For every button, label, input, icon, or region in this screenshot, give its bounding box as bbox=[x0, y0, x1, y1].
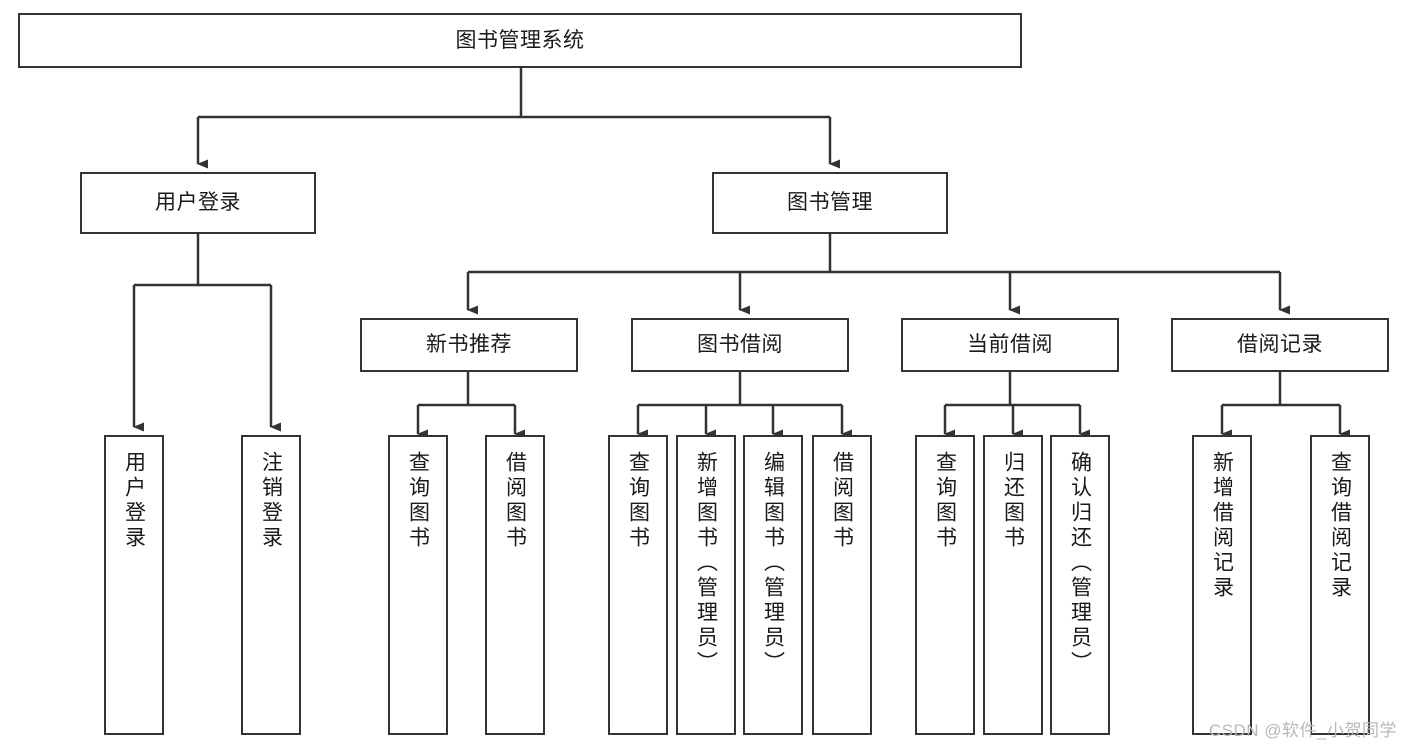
node-label: 图书管理 bbox=[787, 191, 873, 215]
node-leaf-query-borrow-record[interactable]: 查询借阅记录 bbox=[1310, 435, 1370, 735]
node-label: 查询借阅记录 bbox=[1328, 451, 1352, 601]
node-label: 当前借阅 bbox=[967, 333, 1053, 357]
node-user-login[interactable]: 用户登录 bbox=[80, 172, 316, 234]
node-label: 注销登录 bbox=[259, 451, 283, 551]
node-label: 归还图书 bbox=[1001, 451, 1025, 551]
node-leaf-return-book[interactable]: 归还图书 bbox=[983, 435, 1043, 735]
node-label: 编辑图书（管理员） bbox=[761, 451, 785, 676]
node-label: 借阅图书 bbox=[503, 451, 527, 551]
node-label: 新增图书（管理员） bbox=[694, 451, 718, 676]
node-label: 查询图书 bbox=[406, 451, 430, 551]
node-borrow-record[interactable]: 借阅记录 bbox=[1171, 318, 1389, 372]
node-root-system[interactable]: 图书管理系统 bbox=[18, 13, 1022, 68]
node-leaf-edit-book-admin[interactable]: 编辑图书（管理员） bbox=[743, 435, 803, 735]
node-label: 图书借阅 bbox=[697, 333, 783, 357]
node-label: 用户登录 bbox=[155, 191, 241, 215]
node-leaf-query-book-borrow[interactable]: 查询图书 bbox=[608, 435, 668, 735]
node-label: 新书推荐 bbox=[426, 333, 512, 357]
node-leaf-query-book-current[interactable]: 查询图书 bbox=[915, 435, 975, 735]
node-leaf-query-book-new[interactable]: 查询图书 bbox=[388, 435, 448, 735]
node-book-borrow[interactable]: 图书借阅 bbox=[631, 318, 849, 372]
node-new-book-recommend[interactable]: 新书推荐 bbox=[360, 318, 578, 372]
node-label: 查询图书 bbox=[933, 451, 957, 551]
node-label: 查询图书 bbox=[626, 451, 650, 551]
node-label: 借阅图书 bbox=[830, 451, 854, 551]
node-leaf-confirm-return-admin[interactable]: 确认归还（管理员） bbox=[1050, 435, 1110, 735]
node-leaf-borrow-book[interactable]: 借阅图书 bbox=[812, 435, 872, 735]
watermark-text: CSDN @软件_小贺同学 bbox=[1208, 721, 1397, 740]
node-label: 确认归还（管理员） bbox=[1068, 451, 1092, 676]
node-leaf-logout[interactable]: 注销登录 bbox=[241, 435, 301, 735]
node-leaf-add-borrow-record[interactable]: 新增借阅记录 bbox=[1192, 435, 1252, 735]
node-label: 借阅记录 bbox=[1237, 333, 1323, 357]
node-label: 用户登录 bbox=[122, 451, 146, 551]
node-book-management[interactable]: 图书管理 bbox=[712, 172, 948, 234]
node-current-borrow[interactable]: 当前借阅 bbox=[901, 318, 1119, 372]
node-label: 新增借阅记录 bbox=[1210, 451, 1234, 601]
node-leaf-user-login[interactable]: 用户登录 bbox=[104, 435, 164, 735]
node-label: 图书管理系统 bbox=[455, 28, 585, 52]
node-leaf-borrow-book-new[interactable]: 借阅图书 bbox=[485, 435, 545, 735]
node-leaf-add-book-admin[interactable]: 新增图书（管理员） bbox=[676, 435, 736, 735]
